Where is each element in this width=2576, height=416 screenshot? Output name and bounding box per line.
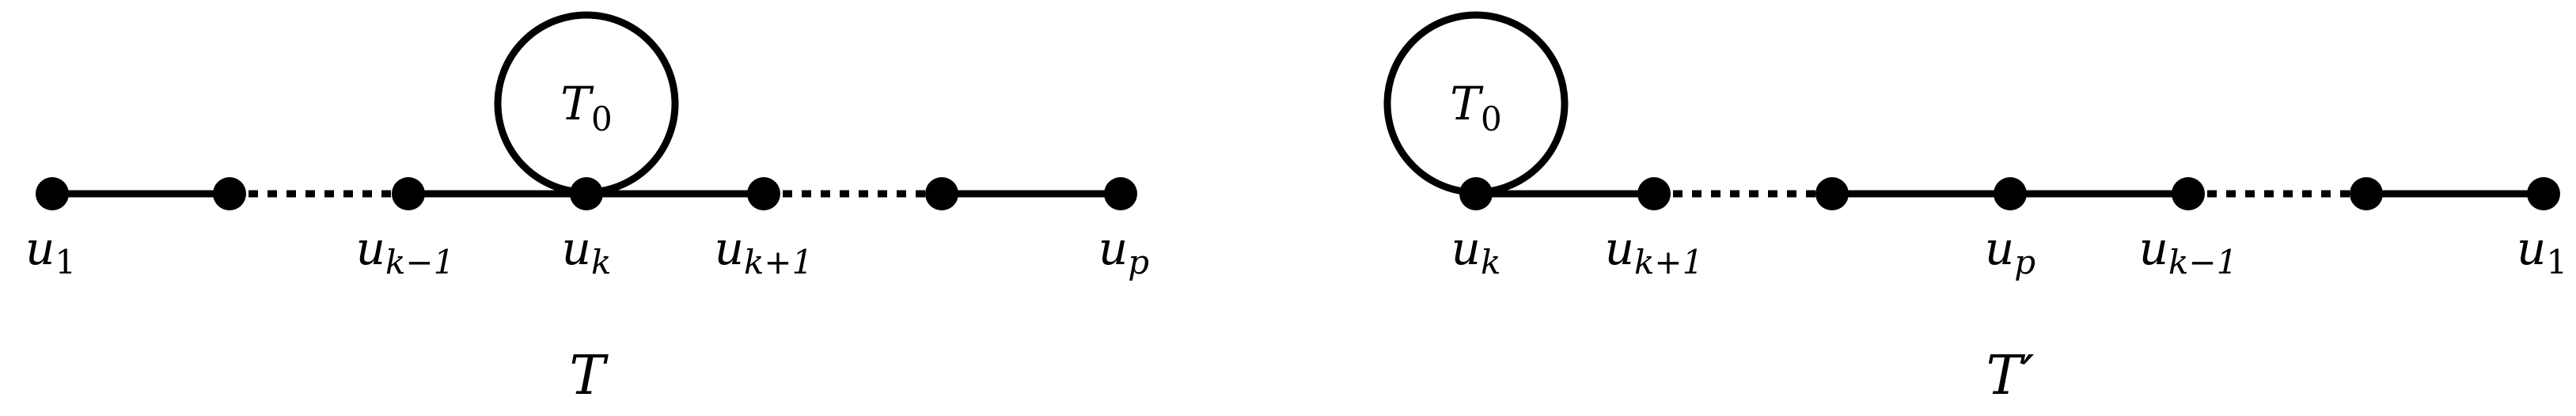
vertex-up [1104, 177, 1137, 210]
vertex-uk-1 [2172, 177, 2205, 210]
vertex-6 [925, 177, 958, 210]
vertex-label-u1: u1 [2517, 221, 2567, 282]
loop-label-T0: T0 [560, 77, 612, 138]
vertex-label-uk: uk [1451, 221, 1501, 282]
vertex-2 [213, 177, 246, 210]
vertex-label-up: up [1098, 221, 1149, 282]
vertex-3 [1815, 177, 1849, 210]
vertex-uk+1 [1637, 177, 1671, 210]
vertex-label-uk-1: uk−1 [356, 221, 455, 282]
caption-T: T [569, 345, 609, 407]
loop-label-T0: T0 [1450, 77, 1501, 138]
diagram-T: T0 u1 uk−1 uk uk+1 up T [25, 11, 1149, 407]
vertex-uk [570, 177, 603, 210]
vertex-u1 [2527, 177, 2560, 210]
caption-T-prime: T′ [1986, 345, 2035, 407]
vertex-label-up: up [1985, 221, 2035, 282]
vertex-label-uk+1: uk+1 [715, 221, 814, 282]
vertex-label-u1: u1 [25, 221, 76, 282]
vertex-label-uk: uk [562, 221, 612, 282]
vertex-label-uk+1: uk+1 [1605, 221, 1704, 282]
vertex-uk-1 [392, 177, 425, 210]
vertex-label-uk-1: uk−1 [2139, 221, 2238, 282]
vertex-6 [2350, 177, 2383, 210]
vertex-uk [1459, 177, 1493, 210]
vertex-uk+1 [747, 177, 780, 210]
vertex-u1 [36, 177, 69, 210]
diagram-T-prime: T0 uk uk+1 up uk−1 u1 T′ [1383, 11, 2567, 407]
vertex-up [1994, 177, 2027, 210]
